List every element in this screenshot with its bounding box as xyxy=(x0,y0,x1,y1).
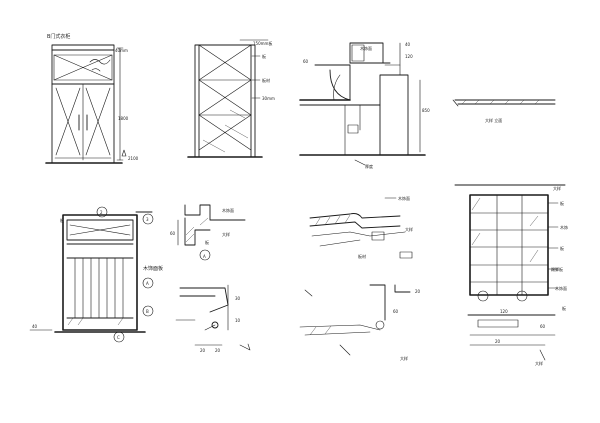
wardrobe-tag-a: A xyxy=(146,281,149,286)
skirting-detail: 木饰面 大样 板材 xyxy=(309,195,413,259)
shelf-sec-caption: 大样 xyxy=(535,360,543,366)
cabinet-heading: B门式衣柜 xyxy=(47,33,70,40)
counter-note-5: 850 xyxy=(422,108,430,113)
shelf-sec-note-3: 木饰 xyxy=(560,224,568,230)
wardrobe-note-1: 板 xyxy=(60,217,64,223)
joint-dim-1: 60 xyxy=(170,231,176,236)
joint-tag: A xyxy=(203,254,206,259)
joint-note-1: 木饰面 xyxy=(222,207,234,213)
shelf-sec-note-7: 板 xyxy=(562,305,566,311)
shelf-sec-dim-2: 60 xyxy=(540,324,546,329)
shelf-note-1: 150mm板 xyxy=(253,40,272,46)
shelf-section: 大样 板 木饰 板 踢脚板 木饰面 板 120 60 20 大样 xyxy=(454,184,568,366)
edge-detail: 大样 立面 xyxy=(452,99,556,123)
joint-detail: A 木饰面 大样 板 60 30 10 20 20 xyxy=(170,204,251,353)
cabinet-dim-mid: 1800 xyxy=(118,116,129,121)
shelf-sec-note-5: 踢脚板 xyxy=(551,266,563,272)
joint-dim-4: 20 xyxy=(200,348,206,353)
joint-dim-3: 10 xyxy=(235,318,241,323)
shelf-sec-dim-1: 120 xyxy=(500,309,508,314)
shelf-note-2: 板 xyxy=(262,53,266,59)
wall-section: 60 20 大样 xyxy=(299,284,421,361)
counter-note-1: 木饰面 xyxy=(360,45,372,51)
counter-note-6: 厚度 xyxy=(365,163,373,169)
shelf-sec-dim-3: 20 xyxy=(495,339,501,344)
edge-detail-caption: 大样 立面 xyxy=(485,117,502,123)
counter-note-2: 40 xyxy=(405,42,411,47)
wardrobe-note-2: 木饰面板 xyxy=(143,265,163,272)
shelf-note-4: 30mm xyxy=(262,96,275,101)
wardrobe-elevation: 板 木饰面板 A B C 2 3 40 xyxy=(29,206,163,343)
shelf-sec-note-2: 板 xyxy=(560,200,564,206)
wall-dim-1: 60 xyxy=(393,309,399,314)
wardrobe-tag-2: 2 xyxy=(100,210,103,215)
wardrobe-dim: 40 xyxy=(32,324,38,329)
joint-note-2: 大样 xyxy=(222,231,230,237)
cabinet-dim-bottom: 2100 xyxy=(128,156,139,161)
wardrobe-tag-b: B xyxy=(146,309,149,314)
joint-note-3: 板 xyxy=(205,239,209,245)
shelf-sec-note-6: 木饰面 xyxy=(555,285,567,291)
wall-caption: 大样 xyxy=(400,355,408,361)
skirting-note-2: 大样 xyxy=(405,226,413,232)
joint-dim-5: 20 xyxy=(215,348,221,353)
cabinet-dim-top: 40mm xyxy=(115,48,128,53)
wall-dim-2: 20 xyxy=(415,289,421,294)
skirting-note-1: 木饰面 xyxy=(398,195,410,201)
skirting-note-3: 板材 xyxy=(358,253,366,259)
counter-note-3: 120 xyxy=(405,54,413,59)
wardrobe-tag-3: 3 xyxy=(146,217,149,222)
wardrobe-tag-c: C xyxy=(117,335,120,340)
shelf-unit-elevation: 150mm板 板 板材 30mm xyxy=(187,39,275,158)
shelf-sec-note-1: 大样 xyxy=(553,185,561,191)
counter-note-4: 60 xyxy=(303,59,309,64)
shelf-sec-note-4: 板 xyxy=(560,245,564,251)
counter-section: 木饰面 40 120 60 850 厚度 xyxy=(299,42,430,169)
joint-dim-2: 30 xyxy=(235,296,241,301)
shelf-note-3: 板材 xyxy=(262,77,270,83)
cabinet-front-elevation: B门式衣柜 40mm 1800 2100 xyxy=(45,33,139,164)
